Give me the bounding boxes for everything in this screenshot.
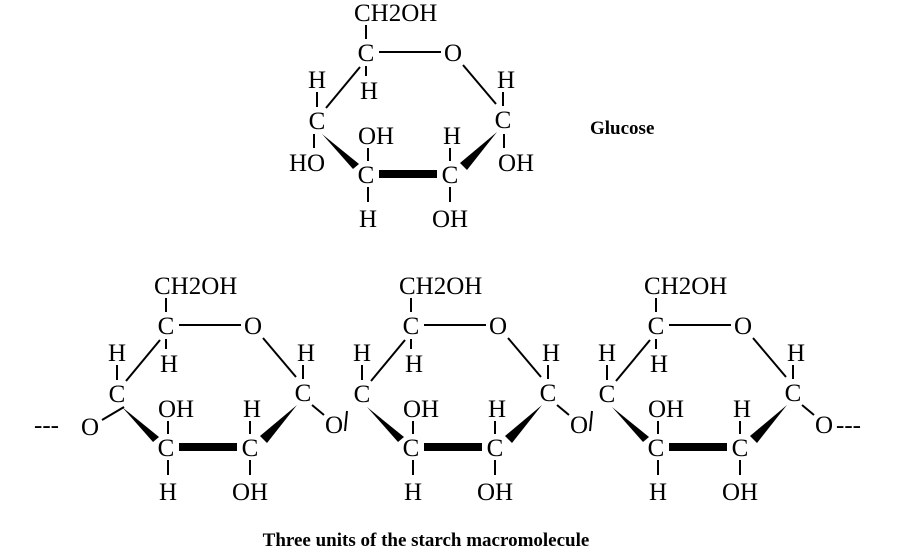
bond bbox=[752, 337, 787, 378]
bond bbox=[556, 404, 570, 416]
ring-oxygen-atom: O bbox=[489, 313, 507, 340]
carbon-atom: C bbox=[309, 108, 326, 135]
glucose-label: Glucose bbox=[590, 118, 654, 139]
wedge-bond bbox=[122, 407, 159, 442]
carbon-atom: C bbox=[358, 40, 375, 67]
carbon-atom: C bbox=[403, 435, 420, 462]
bond bbox=[262, 337, 297, 378]
hydroxyl-group: OH bbox=[498, 150, 534, 177]
hydrogen-atom: H bbox=[733, 396, 751, 423]
bond bbox=[311, 404, 325, 416]
hydrogen-atom: H bbox=[542, 340, 560, 367]
bond bbox=[507, 337, 542, 378]
ring-oxygen-atom: O bbox=[444, 40, 462, 67]
ch2oh-group: CH2OH bbox=[354, 0, 437, 27]
carbon-atom: C bbox=[648, 313, 665, 340]
carbon-atom: C bbox=[442, 162, 459, 189]
hydrogen-atom: H bbox=[405, 351, 423, 378]
wedge-bond bbox=[260, 405, 297, 443]
carbon-atom: C bbox=[403, 313, 420, 340]
hydrogen-atom: H bbox=[443, 123, 461, 150]
link-oxygen-atom: O bbox=[81, 414, 99, 441]
wedge-bond bbox=[612, 407, 649, 442]
hydrogen-atom: H bbox=[598, 340, 616, 367]
carbon-atom: C bbox=[487, 435, 504, 462]
hydrogen-atom: H bbox=[787, 340, 805, 367]
hydrogen-atom: H bbox=[160, 351, 178, 378]
bond bbox=[125, 339, 161, 382]
ch2oh-group: CH2OH bbox=[644, 273, 727, 300]
hydrogen-atom: H bbox=[243, 396, 261, 423]
hydrogen-atom: H bbox=[297, 340, 315, 367]
carbon-atom: C bbox=[732, 435, 749, 462]
bond bbox=[370, 339, 406, 382]
hydrogen-atom: H bbox=[404, 479, 422, 506]
carbon-atom: C bbox=[648, 435, 665, 462]
bond bbox=[325, 66, 361, 109]
hydroxyl-group: OH bbox=[358, 123, 394, 150]
carbon-atom: C bbox=[495, 107, 512, 134]
wedge-bond bbox=[322, 134, 359, 169]
carbon-atom: C bbox=[242, 435, 259, 462]
hydroxyl-group: HO bbox=[289, 150, 325, 177]
carbon-atom: C bbox=[599, 381, 616, 408]
starch-caption: Three units of the starch macromolecule bbox=[263, 530, 590, 550]
hydroxyl-group: OH bbox=[477, 479, 513, 506]
carbon-atom: C bbox=[158, 435, 175, 462]
hydrogen-atom: H bbox=[353, 340, 371, 367]
carbon-atom: C bbox=[354, 381, 371, 408]
bond bbox=[615, 339, 651, 382]
link-oxygen-atom: O bbox=[325, 412, 343, 439]
ch2oh-group: CH2OH bbox=[399, 273, 482, 300]
hydrogen-atom: H bbox=[108, 340, 126, 367]
ring-oxygen-atom: O bbox=[734, 313, 752, 340]
ch2oh-group: CH2OH bbox=[154, 273, 237, 300]
carbon-atom: C bbox=[109, 381, 126, 408]
bond bbox=[462, 64, 497, 105]
hydrogen-atom: H bbox=[649, 479, 667, 506]
wedge-bond bbox=[505, 405, 542, 443]
hydrogen-atom: H bbox=[359, 206, 377, 233]
hydrogen-atom: H bbox=[159, 479, 177, 506]
hydroxyl-group: OH bbox=[158, 396, 194, 423]
link-oxygen-atom: O bbox=[570, 412, 588, 439]
bond bbox=[589, 410, 593, 432]
chain-continuation: --- bbox=[836, 412, 861, 439]
bond bbox=[101, 406, 125, 421]
wedge-bond bbox=[460, 132, 497, 170]
hydroxyl-group: OH bbox=[432, 206, 468, 233]
hydroxyl-group: OH bbox=[722, 479, 758, 506]
bond bbox=[344, 410, 348, 432]
hydrogen-atom: H bbox=[360, 78, 378, 105]
link-oxygen-atom: O bbox=[815, 412, 833, 439]
hydroxyl-group: OH bbox=[403, 396, 439, 423]
carbon-atom: C bbox=[785, 380, 802, 407]
carbon-atom: C bbox=[540, 380, 557, 407]
chain-continuation: --- bbox=[34, 412, 59, 439]
hydrogen-atom: H bbox=[308, 67, 326, 94]
hydroxyl-group: OH bbox=[232, 479, 268, 506]
wedge-bond bbox=[367, 407, 404, 442]
hydrogen-atom: H bbox=[488, 396, 506, 423]
bond bbox=[801, 404, 815, 416]
ring-oxygen-atom: O bbox=[244, 313, 262, 340]
carbon-atom: C bbox=[295, 380, 312, 407]
hydrogen-atom: H bbox=[497, 67, 515, 94]
hydroxyl-group: OH bbox=[648, 396, 684, 423]
hydrogen-atom: H bbox=[650, 351, 668, 378]
wedge-bond bbox=[750, 405, 787, 443]
carbon-atom: C bbox=[158, 313, 175, 340]
carbon-atom: C bbox=[358, 162, 375, 189]
